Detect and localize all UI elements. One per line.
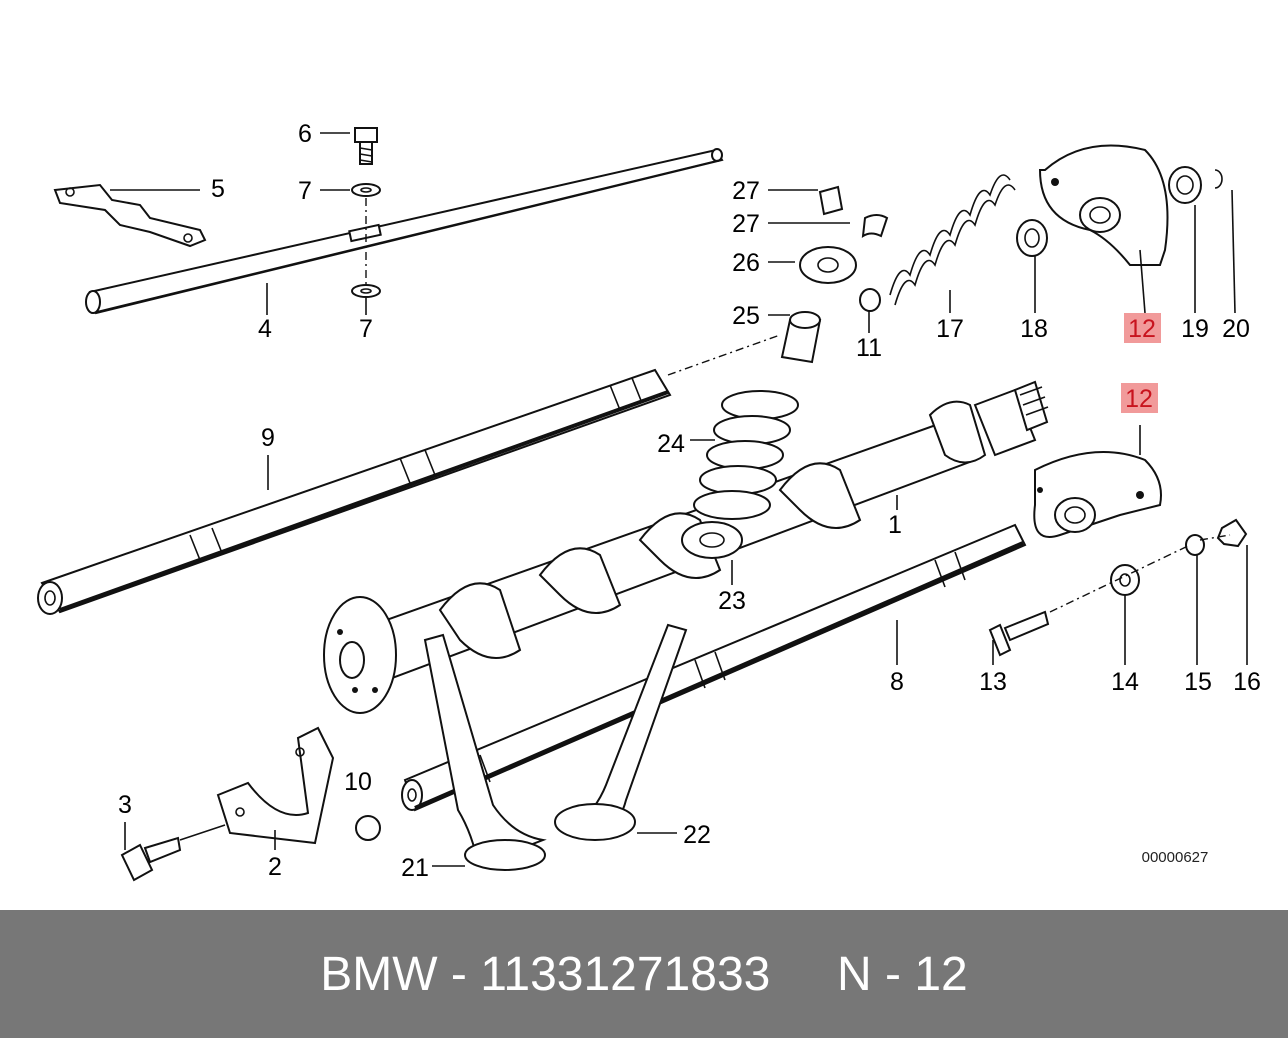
label-27-bottom: 27 xyxy=(732,210,760,238)
label-10: 10 xyxy=(344,768,372,796)
part-18-washer xyxy=(1016,219,1048,257)
label-14: 14 xyxy=(1111,668,1139,696)
label-21: 21 xyxy=(401,854,429,882)
label-24: 24 xyxy=(657,430,685,458)
part-21-valve xyxy=(423,633,547,871)
part-13-bolt xyxy=(988,610,1050,657)
part-1-camshaft xyxy=(323,380,1049,714)
part-number-footer: BMW - 11331271833 N - 12 xyxy=(0,910,1288,1038)
part-9-rocker-shaft xyxy=(37,334,781,615)
part-22-valve xyxy=(554,623,688,841)
part-14-washer xyxy=(1110,564,1140,596)
exploded-view-drawing: 1 2 3 4 5 6 7 7 8 9 10 11 12 12 13 14 15… xyxy=(37,120,1261,882)
part-23-seat xyxy=(681,521,743,559)
part-6-bolt xyxy=(354,127,378,165)
part-25-valve-guide xyxy=(780,311,822,364)
label-16: 16 xyxy=(1233,668,1261,696)
label-19: 19 xyxy=(1181,315,1209,343)
part-2-bracket xyxy=(216,726,335,845)
label-27-top: 27 xyxy=(732,177,760,205)
part-7-washer-bottom xyxy=(351,284,381,298)
label-26: 26 xyxy=(732,249,760,277)
parts-diagram: 1 2 3 4 5 6 7 7 8 9 10 11 12 12 13 14 15… xyxy=(37,120,1261,882)
highlight-12-top xyxy=(1124,313,1161,343)
label-20: 20 xyxy=(1222,315,1250,343)
label-4: 4 xyxy=(258,315,272,343)
part-27-keepers xyxy=(818,185,889,238)
label-22: 22 xyxy=(683,821,711,849)
label-7-bottom: 7 xyxy=(359,315,373,343)
part-12-rocker-arm-lower xyxy=(1033,451,1162,538)
label-5: 5 xyxy=(211,175,225,203)
label-3: 3 xyxy=(118,791,132,819)
leader-lines xyxy=(110,132,1248,867)
label-11: 11 xyxy=(856,334,882,362)
label-6: 6 xyxy=(298,120,312,148)
label-25: 25 xyxy=(732,302,760,330)
part-24-valve-spring xyxy=(693,390,799,520)
label-23: 23 xyxy=(718,587,746,615)
part-5-bracket xyxy=(53,183,207,248)
part-8-rocker-shaft xyxy=(401,523,1027,812)
label-9: 9 xyxy=(261,424,275,452)
label-13: 13 xyxy=(979,668,1007,696)
part-15-washer xyxy=(1185,534,1205,556)
label-12-lower: 12 xyxy=(1125,385,1153,413)
part-10-plug xyxy=(355,815,381,841)
label-8: 8 xyxy=(890,668,904,696)
label-15: 15 xyxy=(1184,668,1212,696)
part-number-caption: BMW - 11331271833 N - 12 xyxy=(320,947,968,1001)
label-18: 18 xyxy=(1020,315,1048,343)
label-1: 1 xyxy=(888,511,902,539)
part-11-plug xyxy=(859,288,881,312)
drawing-code: 00000627 xyxy=(1142,849,1209,866)
part-7-washer-top xyxy=(351,183,381,197)
label-7-top: 7 xyxy=(298,177,312,205)
label-12-top: 12 xyxy=(1128,315,1156,343)
part-labels: 1 2 3 4 5 6 7 7 8 9 10 11 12 12 13 14 15… xyxy=(118,120,1261,882)
part-16-nut xyxy=(1216,518,1248,548)
part-3-bolt xyxy=(120,836,182,882)
part-17-spring xyxy=(889,174,1016,306)
label-2: 2 xyxy=(268,853,282,881)
part-26-spring-retainer xyxy=(799,246,857,284)
highlight-12-lower xyxy=(1121,383,1158,413)
label-17: 17 xyxy=(936,315,964,343)
part-12-rocker-arm-top xyxy=(1038,144,1223,266)
